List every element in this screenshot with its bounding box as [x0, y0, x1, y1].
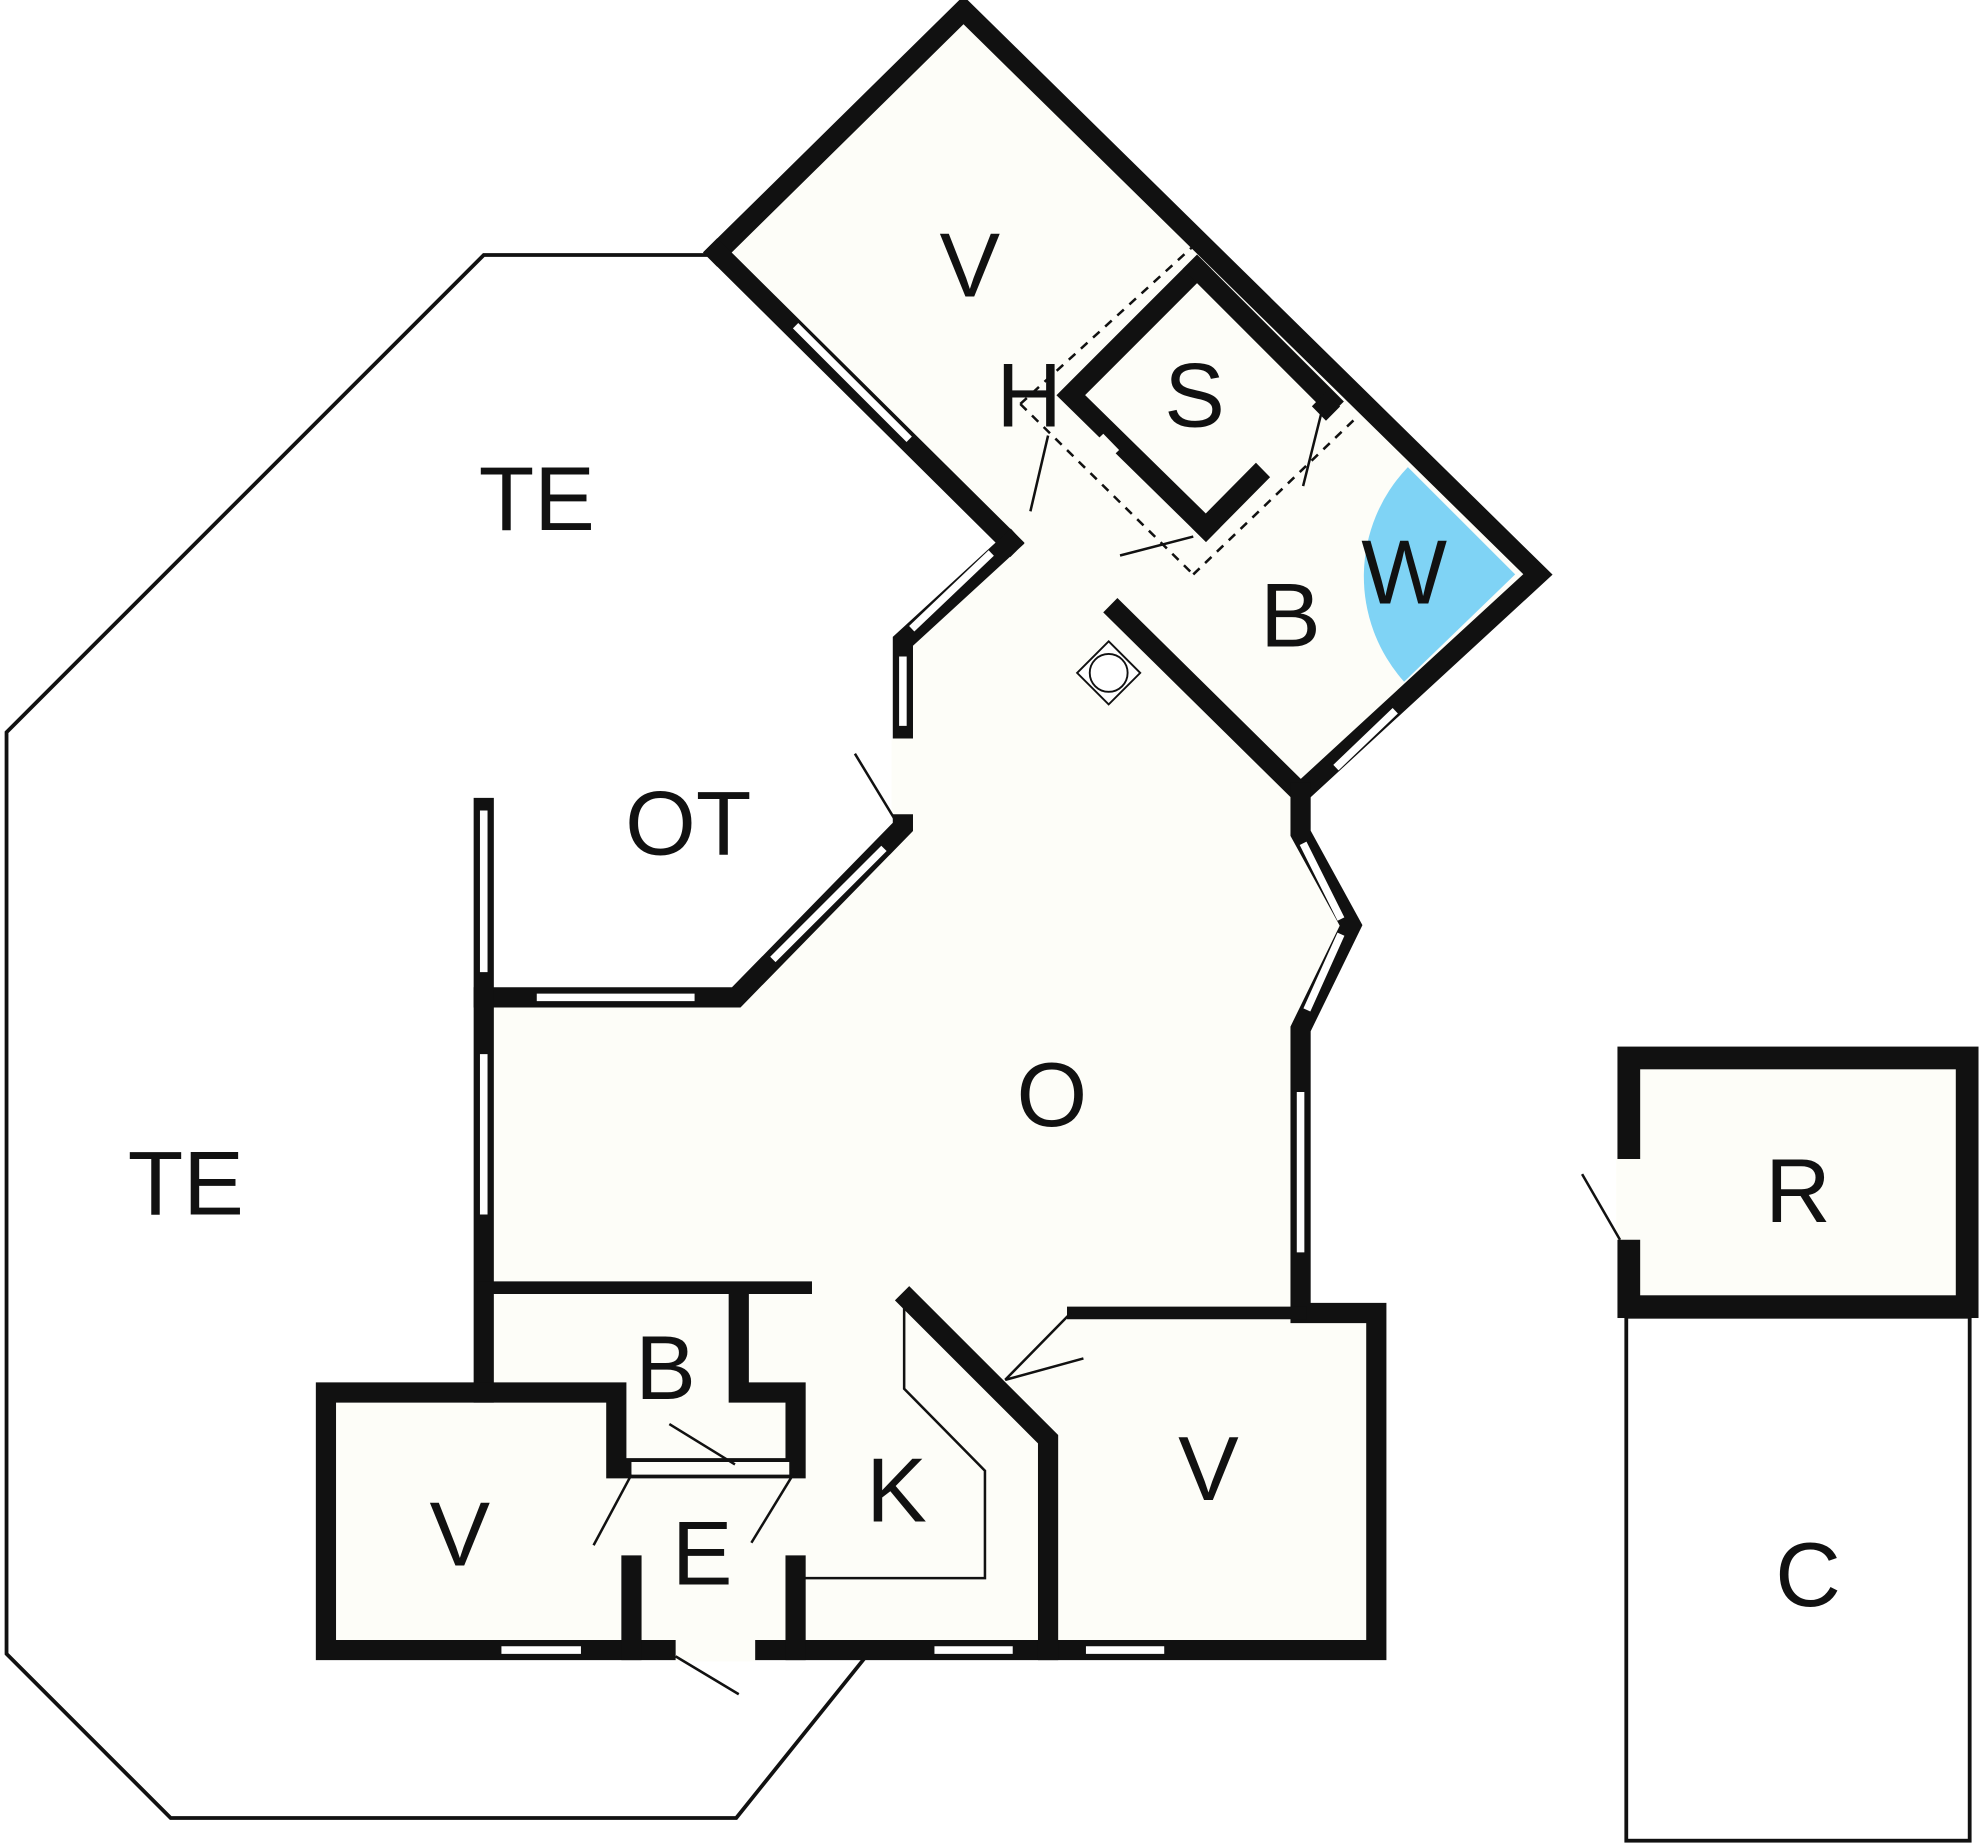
wellness-area	[1363, 467, 1516, 682]
label-covered-terrace: OT	[625, 774, 751, 875]
label-wellness: W	[1361, 522, 1447, 623]
label-bedroom-left: V	[429, 1484, 490, 1585]
house-floor	[325, 10, 1538, 1651]
label-bedroom-top: V	[939, 216, 1000, 317]
label-bath-bottom: B	[635, 1318, 696, 1419]
label-hall: H	[996, 346, 1062, 447]
label-terrace-left: TE	[128, 1134, 244, 1235]
label-bedroom-right: V	[1178, 1419, 1239, 1520]
label-shed: R	[1765, 1141, 1831, 1242]
doors	[592, 245, 1642, 1696]
label-carport: C	[1775, 1525, 1841, 1626]
label-storage: S	[1164, 346, 1225, 447]
label-terrace-top: TE	[479, 449, 595, 550]
label-kitchen: K	[866, 1440, 927, 1541]
fireplace-icon	[1075, 639, 1142, 706]
label-living: O	[1017, 1045, 1088, 1146]
label-entrance: E	[672, 1503, 733, 1604]
label-bath-top: B	[1260, 565, 1321, 666]
windows	[479, 323, 1398, 1654]
shed-area	[1628, 1057, 1968, 1307]
